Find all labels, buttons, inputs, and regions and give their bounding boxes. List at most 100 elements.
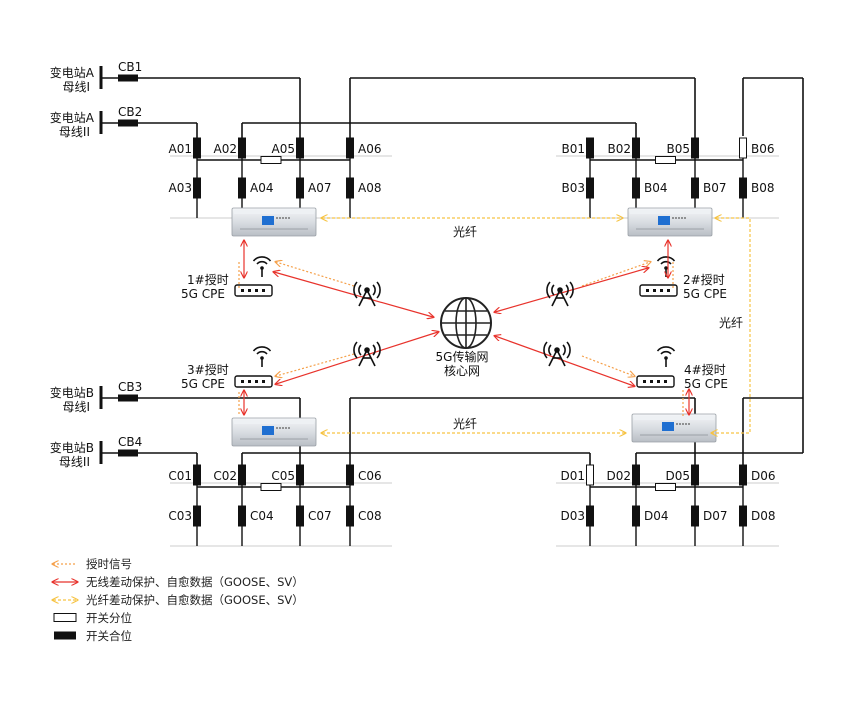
cpe3-label-1: 3#授时 bbox=[187, 362, 229, 377]
legend: 授时信号 无线差动保护、自愈数据（GOOSE、SV） 光纤差动保护、自愈数据（G… bbox=[53, 557, 304, 643]
switch-label-b08: B08 bbox=[751, 181, 775, 195]
substation-b1-name: 变电站B bbox=[50, 385, 94, 400]
switch-label-d07: D07 bbox=[703, 509, 728, 523]
substation-labels: 变电站A 母线I CB1 变电站A 母线II CB2 变电站B 母线I CB3 … bbox=[50, 60, 142, 469]
switch-a07 bbox=[296, 177, 304, 199]
cable-lines bbox=[100, 68, 804, 470]
switch-a03 bbox=[193, 177, 201, 199]
cpe-1-box bbox=[234, 284, 273, 297]
switch-c04 bbox=[238, 505, 246, 527]
breaker-cb1 bbox=[118, 74, 138, 82]
fiber-label-bottom: 光纤 bbox=[453, 417, 477, 431]
legend-closed-text: 开关合位 bbox=[86, 629, 132, 643]
switch-d04 bbox=[632, 505, 640, 527]
device-screen bbox=[262, 216, 274, 225]
switch-d08 bbox=[739, 505, 747, 527]
antenna-tower-icon bbox=[546, 281, 574, 307]
fiber-label-top: 光纤 bbox=[453, 225, 477, 239]
switch-label-a02: A02 bbox=[214, 142, 237, 156]
device-screen bbox=[658, 216, 670, 225]
legend-timing-text: 授时信号 bbox=[86, 557, 132, 571]
breaker-cb4-label: CB4 bbox=[118, 435, 142, 449]
switch-a04 bbox=[238, 177, 246, 199]
fiber-links bbox=[322, 218, 751, 433]
switch-c01 bbox=[193, 464, 201, 486]
cpe-3-box bbox=[234, 375, 273, 388]
switch-d03 bbox=[586, 505, 594, 527]
switch-label-a04: A04 bbox=[250, 181, 273, 195]
legend-fiber-text: 光纤差动保护、自愈数据（GOOSE、SV） bbox=[86, 593, 304, 607]
cpe4-label-2: 5G CPE bbox=[684, 377, 728, 391]
breaker-cb3-label: CB3 bbox=[118, 380, 142, 394]
legend-closed-swatch bbox=[54, 631, 76, 640]
switch-label-c08: C08 bbox=[358, 509, 382, 523]
switch-a01 bbox=[193, 137, 201, 159]
terminal-device-b bbox=[627, 207, 713, 237]
switch-label-a06: A06 bbox=[358, 142, 381, 156]
switch-label-c06: C06 bbox=[358, 469, 382, 483]
device-screen bbox=[662, 422, 674, 431]
substation-b2-bus: 母线II bbox=[59, 455, 90, 469]
fiber-label-right: 光纤 bbox=[719, 316, 743, 330]
base-station-towers bbox=[353, 281, 574, 367]
wifi-icon bbox=[252, 346, 272, 367]
switch-d07 bbox=[691, 505, 699, 527]
switch-c05 bbox=[296, 464, 304, 486]
cpe2-label-2: 5G CPE bbox=[683, 287, 727, 301]
antenna-tower-icon bbox=[543, 341, 571, 367]
switch-d06 bbox=[739, 464, 747, 486]
switch-c06 bbox=[346, 464, 354, 486]
wifi-icon bbox=[656, 256, 676, 277]
switch-label-d04: D04 bbox=[644, 509, 669, 523]
bus-markers bbox=[99, 66, 103, 464]
cpe4-label-1: 4#授时 bbox=[684, 362, 726, 377]
switch-label-b07: B07 bbox=[703, 181, 727, 195]
device-screen bbox=[262, 426, 274, 435]
switch-b03 bbox=[586, 177, 594, 199]
globe-icon bbox=[440, 297, 492, 349]
switch-stations: A01A03A02A04A05A07A06A08B01B03B02B04B05B… bbox=[168, 137, 779, 547]
breaker-cb3 bbox=[118, 394, 138, 402]
cpe1-label-1: 1#授时 bbox=[187, 272, 229, 287]
tie-switch-b bbox=[655, 156, 676, 164]
terminal-device-d bbox=[631, 413, 717, 443]
switch-label-d05: D05 bbox=[665, 469, 690, 483]
switch-a06 bbox=[346, 137, 354, 159]
switch-a08 bbox=[346, 177, 354, 199]
switch-label-c07: C07 bbox=[308, 509, 332, 523]
wifi-icon bbox=[656, 346, 676, 367]
substation-b1-bus: 母线I bbox=[62, 400, 90, 414]
switch-a02 bbox=[238, 137, 246, 159]
switch-label-d08: D08 bbox=[751, 509, 776, 523]
switch-label-b06: B06 bbox=[751, 142, 775, 156]
switch-label-b04: B04 bbox=[644, 181, 668, 195]
switch-label-a01: A01 bbox=[169, 142, 192, 156]
cpe-4-box bbox=[636, 375, 675, 388]
switch-label-c05: C05 bbox=[271, 469, 295, 483]
switch-d05 bbox=[691, 464, 699, 486]
switch-b02 bbox=[632, 137, 640, 159]
switch-label-a07: A07 bbox=[308, 181, 331, 195]
switch-d02 bbox=[632, 464, 640, 486]
wifi-icon bbox=[252, 256, 272, 277]
cpe-2-box bbox=[639, 284, 678, 297]
switch-b08 bbox=[739, 177, 747, 199]
substation-a1-name: 变电站A bbox=[50, 65, 95, 80]
switch-label-d01: D01 bbox=[560, 469, 585, 483]
cpe3-label-2: 5G CPE bbox=[181, 377, 225, 391]
cpe2-label-1: 2#授时 bbox=[683, 272, 725, 287]
substation-a2-name: 变电站A bbox=[50, 110, 95, 125]
switch-c07 bbox=[296, 505, 304, 527]
switch-label-a08: A08 bbox=[358, 181, 381, 195]
cpe-labels: 1#授时 5G CPE 2#授时 5G CPE 3#授时 5G CPE 4#授时… bbox=[181, 272, 728, 391]
switch-b07 bbox=[691, 177, 699, 199]
switch-label-d02: D02 bbox=[606, 469, 631, 483]
switch-label-d06: D06 bbox=[751, 469, 776, 483]
wireless-links bbox=[244, 241, 689, 414]
substation-a1-bus: 母线I bbox=[62, 80, 90, 94]
